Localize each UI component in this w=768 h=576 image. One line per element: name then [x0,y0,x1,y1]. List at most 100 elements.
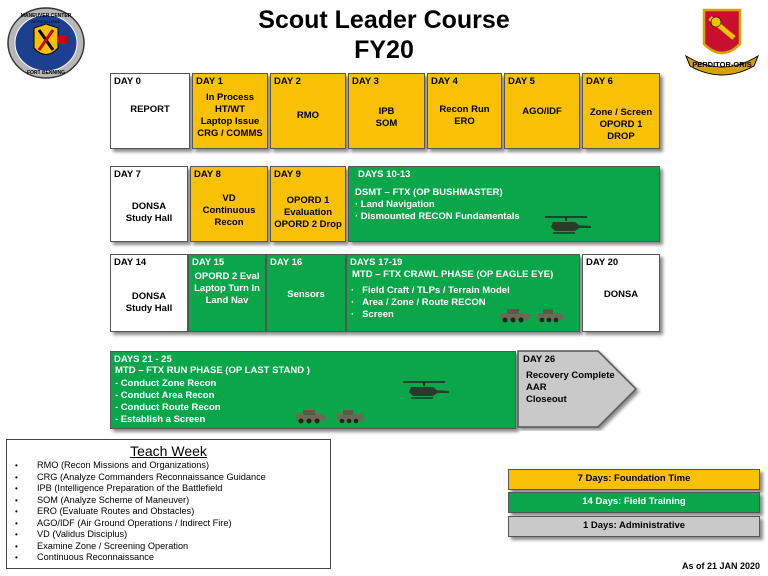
list-item: SOM (Analyze Scheme of Maneuver) [15,495,330,507]
day-26-arrow: DAY 26 Recovery Complete AAR Closeout [517,350,638,428]
page-subtitle: FY20 [354,36,414,64]
days-10-13-cell: DAYS 10-13 DSMT – FTX (OP BUSHMASTER) · … [348,166,660,242]
maneuver-center-seal-icon: MANEUVER CENTER OF EXCELLENCE FORT BENNI… [7,7,85,79]
day-16-cell: DAY 16 Sensors [266,254,346,332]
day-3-cell: DAY 3 IPB SOM [348,73,425,149]
day-text-line: OPORD 2 Drop [274,219,342,230]
day-text: IPB SOM [351,106,422,130]
day-text: DONSA Study Hall [113,201,185,225]
field-text-value: Field Craft / TLPs / Terrain Model [362,285,510,296]
as-of-date: As of 21 JAN 2020 [681,561,760,571]
list-item: RMO (Recon Missions and Organizations) [15,460,330,472]
day-text-line: Closeout [526,394,567,405]
day-label: DAY 0 [114,76,141,87]
field-text-line: - Establish a Screen [115,414,206,425]
teach-week-list: RMO (Recon Missions and Organizations) C… [7,460,330,564]
field-text-value: Screen [362,309,394,320]
day-text: DONSA Study Hall [113,291,185,315]
day-4-cell: DAY 4 Recon Run ERO [427,73,502,149]
day-9-cell: DAY 9 OPORD 1 Evaluation OPORD 2 Drop [270,166,346,242]
day-text-line: Land Nav [205,295,249,306]
field-text-line: · Land Navigation [355,199,435,210]
day-text: Zone / Screen OPORD 1 DROP [585,107,657,143]
day-text-line: ERO [454,116,475,127]
armored-vehicle-icon [337,410,365,424]
day-text: OPORD 2 Eval Laptop Turn In Land Nav [191,271,263,307]
field-header: MTD – FTX RUN PHASE (OP LAST STAND ) [115,365,310,376]
day-text: Recon Run ERO [430,104,499,128]
field-text-line: DSMT – FTX (OP BUSHMASTER) [355,187,503,198]
field-text-value: Area / Zone / Route RECON [362,297,486,308]
field-text-line: · Area / Zone / Route RECON [351,297,486,308]
day-7-cell: DAY 7 DONSA Study Hall [110,166,188,242]
legend-administrative: 1 Days: Administrative [508,516,760,537]
list-item: VD (Validus Disciplus) [15,529,330,541]
day-label: DAY 9 [274,169,301,180]
day-label: DAY 2 [274,76,301,87]
day-text: OPORD 1 Evaluation OPORD 2 Drop [273,195,343,231]
list-item: AGO/IDF (Air Ground Operations / Indirec… [15,518,330,530]
day-text: RMO [296,110,320,121]
armored-vehicle-icon [537,309,565,323]
days-17-19-cell: DAYS 17-19 MTD – FTX CRAWL PHASE (OP EAG… [346,254,580,332]
day-label: DAYS 21 - 25 [114,354,172,365]
day-14-cell: DAY 14 DONSA Study Hall [110,254,188,332]
day-text-line: Continuous [202,205,256,216]
day-text-line: Study Hall [125,303,173,314]
crest-banner-text: PERDITOR-ORIS [692,60,751,69]
legend-foundation: 7 Days: Foundation Time [508,469,760,490]
field-text-line: · Dismounted RECON Fundamentals [355,211,520,222]
field-text-line: · Screen [351,309,394,320]
day-text-line: Recovery Complete [526,370,615,381]
day-text-line: DONSA [131,291,167,302]
day-text-line: IPB [378,106,395,117]
day-15-cell: DAY 15 OPORD 2 Eval Laptop Turn In Land … [188,254,266,332]
field-text: · Field Craft / TLPs / Terrain Model · A… [351,285,575,321]
day-label: DAY 6 [586,76,613,87]
list-item: Continuous Reconnaissance [15,552,330,564]
teach-week-title: Teach Week [130,443,207,459]
day-text-line: HT/WT [214,104,246,115]
helicopter-icon [545,216,591,234]
day-2-cell: DAY 2 RMO [270,73,346,149]
day-text-line: Laptop Issue [200,116,260,127]
day-text-line: Study Hall [125,213,173,224]
field-text-line: - Conduct Zone Recon [115,378,217,389]
day-label: DAY 20 [586,257,619,268]
day-text: Sensors [287,289,325,300]
legend-label: 1 Days: Administrative [582,520,686,531]
list-item: IPB (Intelligence Preparation of the Bat… [15,483,330,495]
day-label: DAY 3 [352,76,379,87]
day-text-line: Laptop Turn In [194,283,260,294]
seal-text-bottom: FORT BENNING [27,70,65,76]
field-text-line: · Field Craft / TLPs / Terrain Model [351,285,510,296]
day-text-line: DONSA [131,201,167,212]
list-item: CRG (Analyze Commanders Reconnaissance G… [15,472,330,484]
armored-vehicle-icon [296,410,327,424]
day-text-line: CRG / COMMS [197,128,263,139]
day-label: DAYS 17-19 [350,257,403,268]
day-label: DAY 8 [194,169,221,180]
teach-week-box: Teach Week RMO (Recon Missions and Organ… [6,439,331,569]
day-text-line: Zone / Screen [589,107,653,118]
day-1-cell: DAY 1 In Process HT/WT Laptop Issue CRG … [192,73,268,149]
armored-vehicle-icon [500,309,531,323]
day-label: DAY 16 [270,257,303,268]
day-0-cell: DAY 0 REPORT [110,73,190,149]
seal-text-mid: OF EXCELLENCE [32,20,62,24]
day-label: DAY 4 [431,76,458,87]
helicopter-icon [403,381,449,399]
page-title: Scout Leader Course [258,6,510,34]
day-text-line: Recon Run [439,104,490,115]
legend-label: 7 Days: Foundation Time [577,473,691,484]
day-text: REPORT [130,104,170,115]
day-text-line: SOM [375,118,398,129]
field-header: MTD – FTX CRAWL PHASE (OP EAGLE EYE) [352,269,554,280]
day-text-line: OPORD 1 DROP [599,119,643,142]
legend-field-training: 14 Days: Field Training [508,492,760,513]
day-text-line: VD [222,193,236,204]
day-label: DAYS 10-13 [358,169,411,180]
day-text-line: Recon [214,217,244,228]
field-text: - Conduct Zone Recon - Conduct Area Reco… [115,378,511,426]
field-text-line: - Conduct Route Recon [115,402,221,413]
